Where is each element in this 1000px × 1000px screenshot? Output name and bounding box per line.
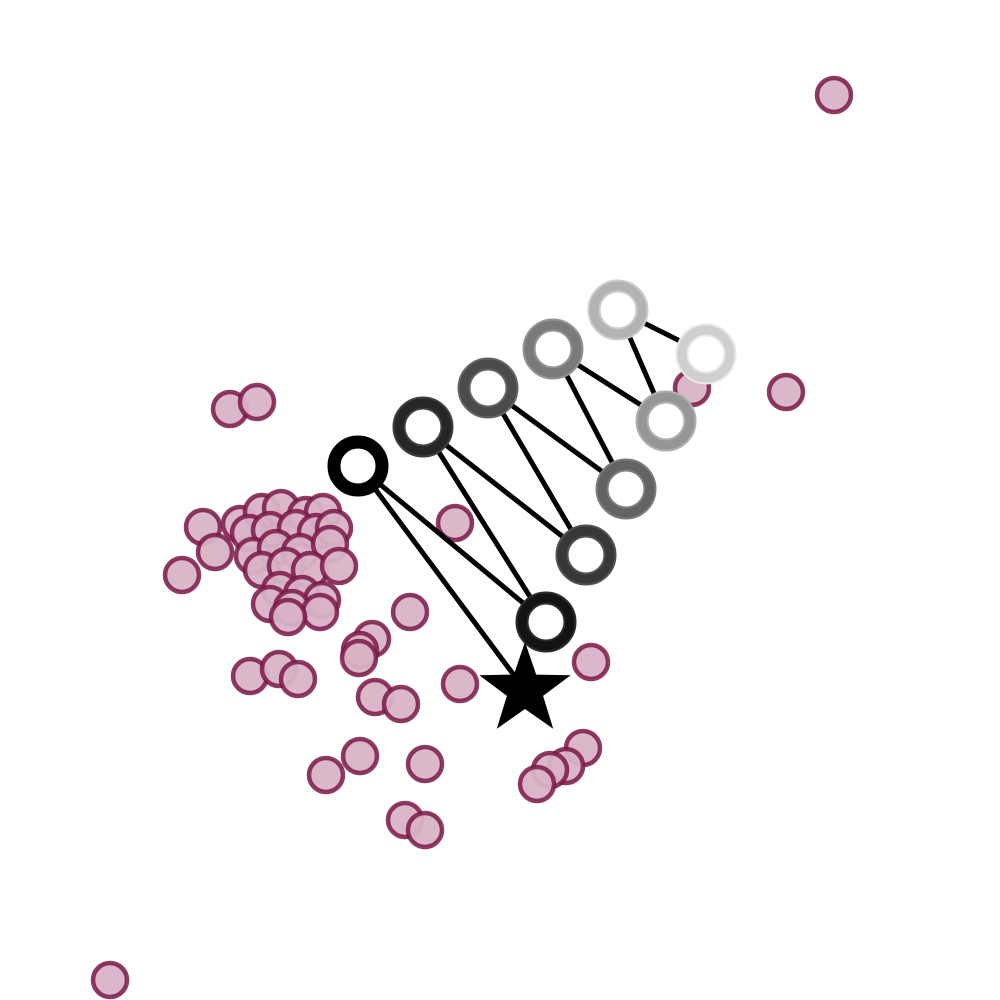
path-node-core-3 bbox=[557, 526, 615, 584]
path-segment-2 bbox=[420, 424, 549, 625]
path-node-core-1 bbox=[517, 593, 575, 651]
scatter-point-44 bbox=[440, 664, 480, 704]
scatter-point-43 bbox=[381, 684, 421, 724]
scatter-point-17 bbox=[195, 532, 235, 572]
scatter-point-54 bbox=[405, 810, 445, 850]
scatter-point-26 bbox=[319, 546, 359, 586]
path-segment-4 bbox=[485, 385, 589, 558]
path-node-core-9 bbox=[677, 325, 735, 383]
scatter-point-49 bbox=[517, 764, 557, 804]
path-segment-1 bbox=[355, 463, 549, 625]
scatter-point-1 bbox=[766, 372, 806, 412]
path-node-core-8 bbox=[589, 281, 647, 339]
scatter-point-0 bbox=[814, 75, 854, 115]
scatter-point-3 bbox=[90, 960, 130, 1000]
start-marker bbox=[479, 642, 571, 729]
scatter-point-50 bbox=[340, 736, 380, 776]
scatter-point-38 bbox=[339, 638, 379, 678]
scatter-point-33 bbox=[268, 597, 308, 637]
scatter-point-32 bbox=[300, 592, 340, 632]
scatter-point-34 bbox=[435, 503, 475, 543]
scatter-point-51 bbox=[306, 755, 346, 795]
scatter-point-52 bbox=[405, 744, 445, 784]
path-segment-0 bbox=[355, 463, 528, 693]
path-node-core-7 bbox=[637, 392, 695, 450]
scatter-point-41 bbox=[278, 659, 318, 699]
scatter-point-45 bbox=[571, 642, 611, 682]
path-node-core-2 bbox=[394, 398, 452, 456]
scatter-point-22 bbox=[162, 555, 202, 595]
path-segment-3 bbox=[420, 424, 589, 558]
start-star-icon bbox=[479, 642, 571, 729]
scatter-points bbox=[90, 75, 854, 1000]
path-nodes bbox=[327, 279, 737, 653]
path-node-0 bbox=[327, 435, 389, 497]
path-node-core-4 bbox=[459, 359, 517, 417]
path-node-core-6 bbox=[524, 320, 582, 378]
path-node-core-5 bbox=[597, 460, 655, 518]
scatter-point-5 bbox=[237, 382, 277, 422]
scatter-point-35 bbox=[390, 592, 430, 632]
